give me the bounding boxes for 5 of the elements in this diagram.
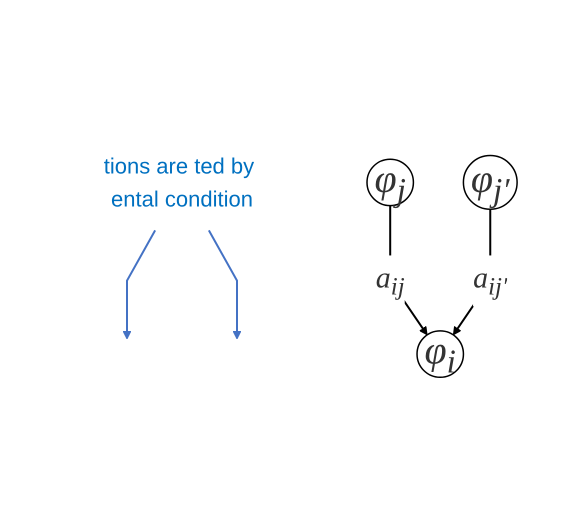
annotation-text: tions are ted by ental condition (104, 153, 255, 212)
variable-node: φ$_{j}$ (366, 156, 415, 209)
variable-node: φ$_{i}$ (416, 328, 465, 381)
leader-arrow (123, 230, 156, 340)
leader-arrow (208, 230, 242, 340)
